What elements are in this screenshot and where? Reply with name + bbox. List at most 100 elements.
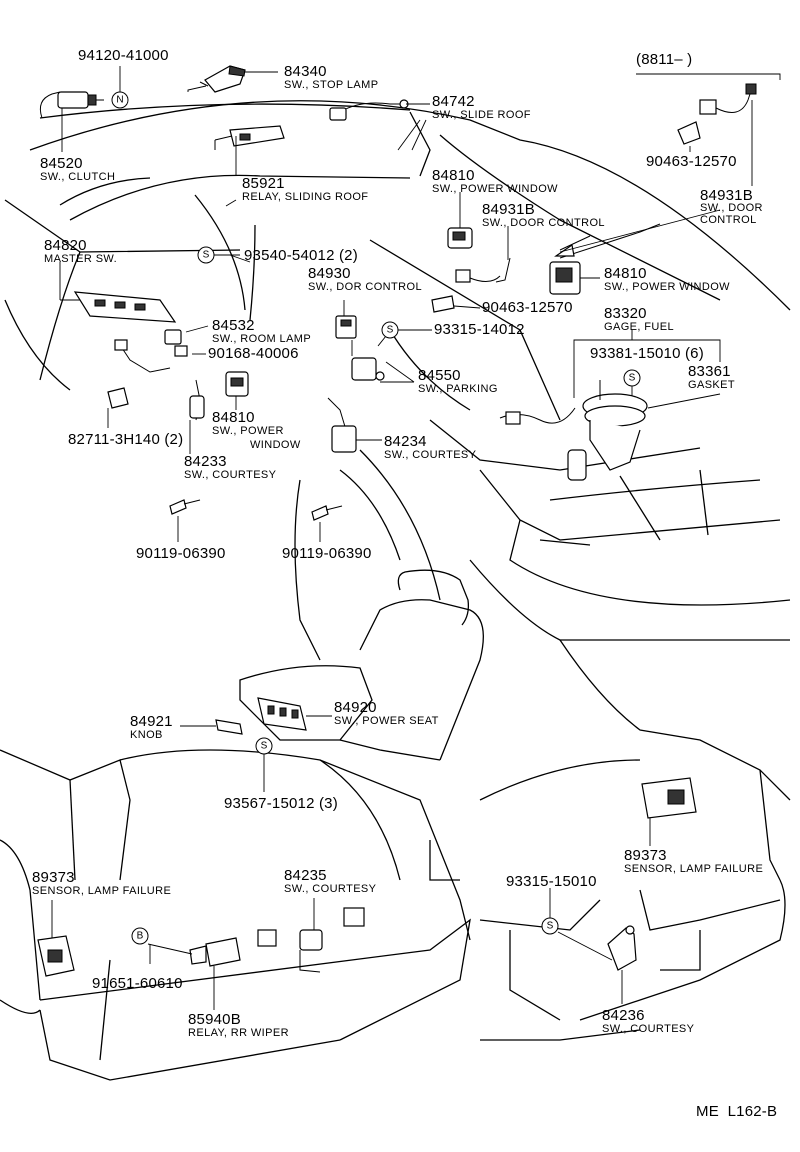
- part-number-90463-top: 90463-12570: [646, 153, 737, 170]
- part-number-84930: 84930: [308, 265, 351, 282]
- s-symbol-icon: [541, 917, 559, 935]
- door-control-switch-new-part: [677, 83, 757, 145]
- s-symbol-text: S: [629, 373, 636, 384]
- stop-lamp-switch-part: [199, 65, 246, 93]
- b-symbol-text: B: [137, 931, 144, 942]
- part-name-84236: SW., COURTESY: [602, 1023, 695, 1035]
- part-number-84931b-right: 84931B: [700, 187, 753, 204]
- courtesy-switch-rear-part: [257, 907, 365, 973]
- part-number-85921: 85921: [242, 175, 285, 192]
- s-symbol-icon: [623, 369, 641, 387]
- part-number-85940b: 85940B: [188, 1011, 241, 1028]
- part-number-84810-c: 84810: [604, 265, 647, 282]
- s-symbol-icon: [381, 321, 399, 339]
- s-symbol-icon: [255, 737, 273, 755]
- part-number-84532: 84532: [212, 317, 255, 334]
- part-number-90168: 90168-40006: [208, 345, 299, 362]
- part-number-84820: 84820: [44, 237, 87, 254]
- power-window-switch-mid-part: [447, 227, 473, 249]
- part-name-84234: SW., COURTESY: [384, 449, 477, 461]
- part-name-84931b: SW., DOOR CONTROL: [482, 217, 605, 229]
- part-number-83320: 83320: [604, 305, 647, 322]
- fuel-gauge-part: [499, 380, 648, 481]
- part-name-84810-b-line1: SW., POWER: [212, 425, 284, 437]
- part-name-84920: SW., POWER SEAT: [334, 715, 439, 727]
- sliding-roof-relay-part: [214, 125, 285, 150]
- s-symbol-text: S: [387, 325, 394, 336]
- part-number-84234: 84234: [384, 433, 427, 450]
- part-name-89373-right: SENSOR, LAMP FAILURE: [624, 863, 764, 875]
- parking-switch-part: [351, 357, 385, 381]
- part-number-93540: 93540-54012 (2): [244, 247, 358, 264]
- door-control-switch-mid-part: [431, 257, 511, 313]
- part-name-84235: SW., COURTESY: [284, 883, 377, 895]
- part-name-83320: GAGE, FUEL: [604, 321, 675, 333]
- power-seat-switch-part: [257, 697, 307, 731]
- part-name-84810-a: SW., POWER WINDOW: [432, 183, 558, 195]
- part-number-90119-a: 90119-06390: [136, 545, 226, 562]
- part-name-84810-b-line2: WINDOW: [250, 439, 301, 451]
- leader-lines: [51, 66, 781, 1010]
- part-number-84340: 84340: [284, 63, 327, 80]
- door-control-switch-part: [335, 315, 357, 339]
- n-symbol-icon: [111, 91, 129, 109]
- part-number-84810-a: 84810: [432, 167, 475, 184]
- part-number-82711: 82711-3H140 (2): [68, 431, 184, 448]
- part-number-84233: 84233: [184, 453, 227, 470]
- part-number-84550: 84550: [418, 367, 461, 384]
- part-number-84520: 84520: [40, 155, 83, 172]
- power-seat-outline: [239, 569, 484, 761]
- part-number-89373-left: 89373: [32, 869, 75, 886]
- clip-part: [107, 387, 129, 409]
- room-lamp-switch-part: [164, 329, 188, 357]
- rear-left-trunk-outline: [0, 749, 471, 1081]
- part-number-84921: 84921: [130, 713, 173, 730]
- vehicle-interior-outline: [4, 100, 791, 661]
- variant-label-8811: (8811– ): [636, 51, 693, 68]
- part-number-84931b: 84931B: [482, 201, 535, 218]
- master-switch-part: [73, 291, 177, 373]
- part-name-84233: SW., COURTESY: [184, 469, 277, 481]
- part-name-84810-c: SW., POWER WINDOW: [604, 281, 730, 293]
- lamp-failure-sensor-left-part: [37, 935, 75, 977]
- part-number-93567: 93567-15012 (3): [224, 795, 338, 812]
- part-number-93381: 93381-15010 (6): [590, 345, 704, 362]
- n-symbol-text: N: [116, 95, 123, 106]
- part-number-84235: 84235: [284, 867, 327, 884]
- b-symbol-icon: [131, 927, 149, 945]
- part-name-83361: GASKET: [688, 379, 736, 391]
- part-number-90119-b: 90119-06390: [282, 545, 372, 562]
- part-name-84921: KNOB: [130, 729, 163, 741]
- part-number-84742: 84742: [432, 93, 475, 110]
- part-name-84742: SW., SLIDE ROOF: [432, 109, 531, 121]
- s-symbol-text: S: [203, 250, 210, 261]
- part-name-84340: SW., STOP LAMP: [284, 79, 379, 91]
- s-symbol-text: S: [547, 921, 554, 932]
- part-number-94120: 94120-41000: [78, 47, 169, 64]
- part-name-85921: RELAY, SLIDING ROOF: [242, 191, 369, 203]
- part-name-84930: SW., DOR CONTROL: [308, 281, 422, 293]
- part-name-84520: SW., CLUTCH: [40, 171, 116, 183]
- part-number-90463-mid: 90463-12570: [482, 299, 573, 316]
- part-name-84532: SW., ROOM LAMP: [212, 333, 312, 345]
- part-name-84931b-right-line1: SW., DOOR: [700, 202, 763, 214]
- courtesy-switch-front-part: [327, 397, 357, 453]
- power-window-switch-left-part: [189, 371, 249, 421]
- part-number-84236: 84236: [602, 1007, 645, 1024]
- part-number-93315-15010: 93315-15010: [506, 873, 597, 890]
- part-number-83361: 83361: [688, 363, 731, 380]
- part-number-84920: 84920: [334, 699, 377, 716]
- s-symbol-icon: [197, 246, 215, 264]
- part-number-93315-14012: 93315-14012: [434, 321, 525, 338]
- part-name-89373-left: SENSOR, LAMP FAILURE: [32, 885, 172, 897]
- part-number-84810-b: 84810: [212, 409, 255, 426]
- bolt-parts: [169, 499, 343, 521]
- part-number-91651: 91651-60610: [92, 975, 183, 992]
- part-name-84550: SW., PARKING: [418, 383, 498, 395]
- rear-right-trunk-outline: [479, 639, 791, 1041]
- diagram-id-label: ME L162-B: [696, 1103, 778, 1120]
- part-name-84820: MASTER SW.: [44, 253, 118, 265]
- lamp-failure-sensor-right-part: [641, 777, 697, 819]
